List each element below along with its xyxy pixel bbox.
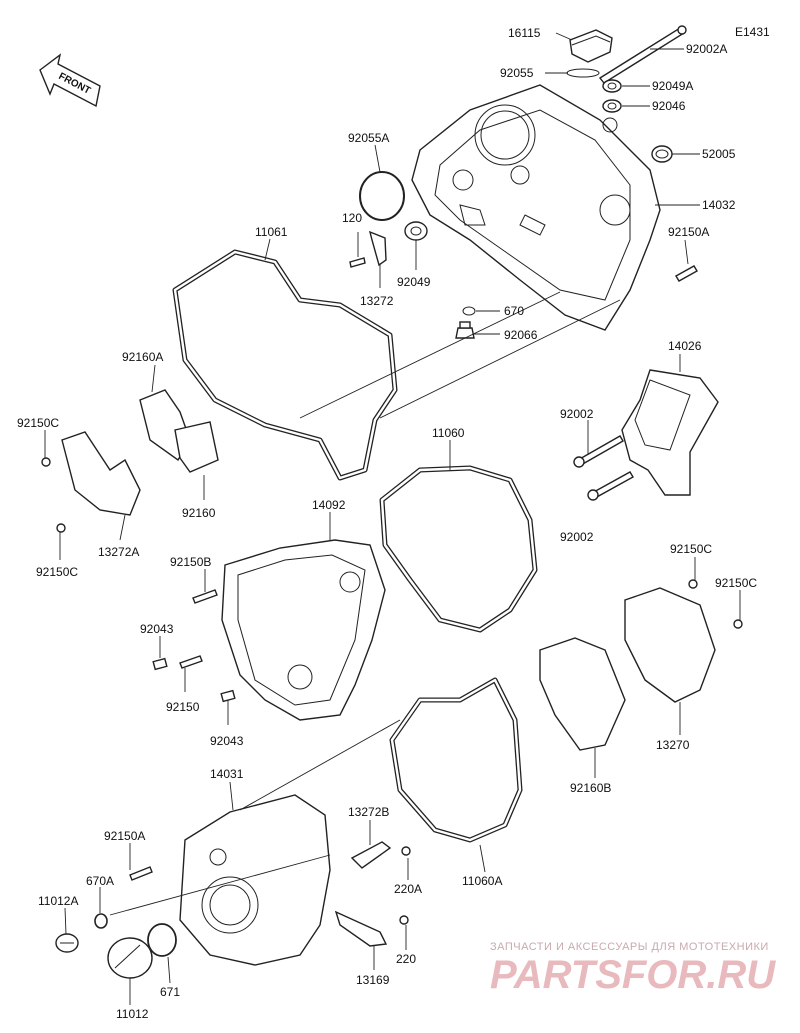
o-ring-92055[interactable] xyxy=(566,68,600,78)
label-14026: 14026 xyxy=(668,339,702,353)
bolt-92150B[interactable] xyxy=(192,589,218,604)
label-92049A: 92049A xyxy=(652,79,693,93)
label-670A: 670A xyxy=(86,874,114,888)
label-14031: 14031 xyxy=(210,767,244,781)
label-671: 671 xyxy=(160,985,180,999)
diagram-code: E1431 xyxy=(735,25,770,39)
dowel-pin-92043-lower[interactable] xyxy=(220,689,236,703)
oil-seal-92049[interactable] xyxy=(404,221,428,241)
label-11060: 11060 xyxy=(432,426,465,440)
plate-13272[interactable] xyxy=(368,230,387,267)
gasket-11060[interactable] xyxy=(379,465,538,633)
label-92055A: 92055A xyxy=(348,131,389,145)
plate-13169[interactable] xyxy=(334,910,388,947)
oil-seal-92049A[interactable] xyxy=(602,79,622,93)
label-92160A: 92160A xyxy=(122,350,163,364)
guard-92160B[interactable] xyxy=(539,637,626,751)
bolt-92150A-bottom[interactable] xyxy=(129,866,153,881)
label-92150C-right-lower: 92150C xyxy=(715,576,757,590)
guard-13270[interactable] xyxy=(624,587,716,703)
watermark: ЗАПЧАСТИ И АКСЕССУАРЫ ДЛЯ МОТОТЕХНИКИ PA… xyxy=(490,941,776,997)
plate-13272B[interactable] xyxy=(350,841,392,869)
bolt-220A[interactable] xyxy=(401,846,411,856)
bearing-92046[interactable] xyxy=(602,99,622,113)
label-92150C-left-lower: 92150C xyxy=(36,565,78,579)
label-92066: 92066 xyxy=(504,328,538,342)
bolt-92002A[interactable] xyxy=(598,25,687,84)
label-92055: 92055 xyxy=(500,66,534,80)
label-120: 120 xyxy=(342,211,362,225)
gasket-11060A[interactable] xyxy=(389,677,523,843)
watermark-brand: PARTSFOR.RU xyxy=(490,953,776,997)
dowel-pin-92043-upper[interactable] xyxy=(152,657,168,671)
label-92160: 92160 xyxy=(182,506,216,520)
plug-11012A[interactable] xyxy=(55,933,79,953)
clutch-cover-14032[interactable] xyxy=(411,84,661,331)
plug-11012[interactable] xyxy=(107,937,153,979)
label-92043-lower: 92043 xyxy=(210,734,244,748)
label-11061: 11061 xyxy=(255,225,288,239)
label-92046: 92046 xyxy=(652,99,686,113)
bolt-92150A-top[interactable] xyxy=(675,265,698,282)
label-92160B: 92160B xyxy=(570,781,611,795)
label-92150A-bottom: 92150A xyxy=(104,829,145,843)
bolt-92150C-right-upper[interactable] xyxy=(688,579,698,589)
o-ring-92055A[interactable] xyxy=(359,171,405,221)
label-92043-upper: 92043 xyxy=(140,622,174,636)
label-670: 670 xyxy=(504,304,524,318)
sprocket-cover-14026[interactable] xyxy=(621,369,719,496)
guard-92160[interactable] xyxy=(174,421,219,473)
label-11012A: 11012A xyxy=(38,894,78,908)
label-220A: 220A xyxy=(394,882,422,896)
leader-lines xyxy=(44,32,741,1005)
part-labels: 16115 92002A 92055 92049A 92046 52005 14… xyxy=(17,26,757,1021)
bolt-120[interactable] xyxy=(349,257,366,268)
plug-92066[interactable] xyxy=(455,321,475,339)
label-92049: 92049 xyxy=(397,275,431,289)
oil-filler-cap-16115[interactable] xyxy=(569,29,613,63)
front-direction-arrow: FRONT xyxy=(39,53,101,108)
bolt-92150C-right-lower[interactable] xyxy=(733,619,743,629)
gasket-11061[interactable] xyxy=(172,249,398,481)
label-14032: 14032 xyxy=(702,198,736,212)
label-92150B: 92150B xyxy=(170,555,211,569)
label-92150: 92150 xyxy=(166,700,200,714)
bolt-220[interactable] xyxy=(399,915,409,925)
label-11060A: 11060A xyxy=(462,874,502,888)
cover-14092[interactable] xyxy=(221,539,386,721)
watermark-tagline: ЗАПЧАСТИ И АКСЕССУАРЫ ДЛЯ МОТОТЕХНИКИ xyxy=(490,941,769,953)
label-13272: 13272 xyxy=(360,294,394,308)
guard-13272A[interactable] xyxy=(61,431,141,516)
label-92002A: 92002A xyxy=(686,42,727,56)
label-13272B: 13272B xyxy=(348,805,389,819)
label-13272A: 13272A xyxy=(98,545,139,559)
bolt-92150C-left-upper[interactable] xyxy=(41,457,51,467)
label-13270: 13270 xyxy=(656,738,690,752)
label-92002-upper: 92002 xyxy=(560,407,594,421)
bolt-92002-upper[interactable] xyxy=(573,435,624,468)
bolt-92150[interactable] xyxy=(179,655,203,669)
generator-cover-14031[interactable] xyxy=(179,794,331,966)
label-92150C-left-upper: 92150C xyxy=(17,416,59,430)
o-ring-670[interactable] xyxy=(462,306,476,316)
o-ring-671[interactable] xyxy=(147,923,177,957)
label-14092: 14092 xyxy=(312,498,346,512)
label-11012: 11012 xyxy=(116,1007,149,1021)
label-92150A-top: 92150A xyxy=(668,225,709,239)
label-220: 220 xyxy=(396,952,416,966)
bolt-92150C-left-lower[interactable] xyxy=(56,523,66,533)
o-ring-670A[interactable] xyxy=(94,913,108,929)
bolt-92002-lower[interactable] xyxy=(587,471,634,501)
label-16115: 16115 xyxy=(508,26,541,40)
label-52005: 52005 xyxy=(702,147,736,161)
label-92150C-right-upper: 92150C xyxy=(670,542,712,556)
ring-52005[interactable] xyxy=(651,145,673,163)
label-92002-lower: 92002 xyxy=(560,530,594,544)
label-13169: 13169 xyxy=(356,973,390,987)
